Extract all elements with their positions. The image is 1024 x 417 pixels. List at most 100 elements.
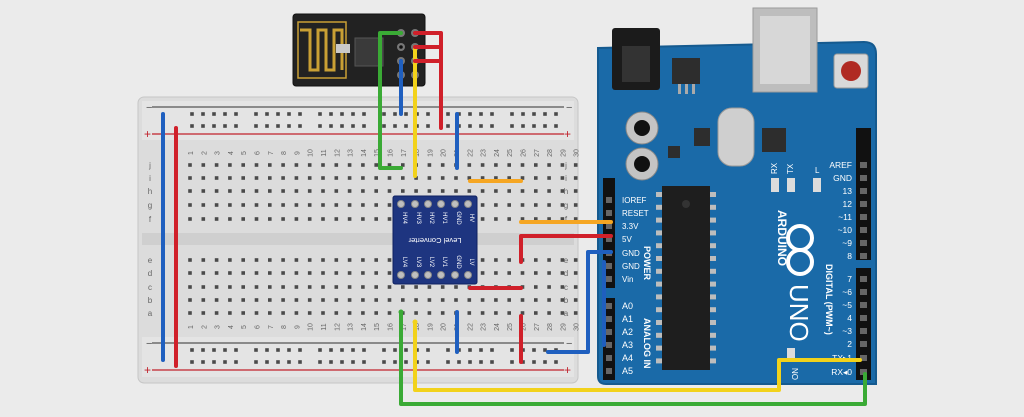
breadboard-hole[interactable] — [254, 163, 259, 167]
rail-hole[interactable] — [543, 112, 547, 116]
breadboard-hole[interactable] — [281, 285, 285, 289]
breadboard-hole[interactable] — [534, 298, 538, 302]
breadboard-hole[interactable] — [534, 189, 538, 193]
breadboard-hole[interactable] — [534, 311, 538, 315]
rail-hole[interactable] — [479, 348, 483, 352]
breadboard-hole[interactable] — [547, 271, 551, 275]
breadboard-hole[interactable] — [374, 258, 378, 262]
breadboard-hole[interactable] — [387, 217, 392, 221]
breadboard-hole[interactable] — [294, 176, 299, 180]
rail-hole[interactable] — [393, 112, 397, 116]
breadboard-hole[interactable] — [387, 298, 392, 302]
breadboard-hole[interactable] — [188, 189, 192, 193]
breadboard-hole[interactable] — [573, 163, 578, 167]
rail-hole[interactable] — [351, 360, 355, 364]
breadboard-hole[interactable] — [254, 311, 259, 315]
breadboard-hole[interactable] — [374, 163, 378, 167]
breadboard-hole[interactable] — [214, 176, 219, 180]
rail-hole[interactable] — [298, 112, 302, 116]
rail-hole[interactable] — [426, 112, 430, 116]
rail-hole[interactable] — [223, 348, 227, 352]
breadboard-hole[interactable] — [507, 189, 511, 193]
breadboard-hole[interactable] — [254, 189, 259, 193]
breadboard-hole[interactable] — [321, 163, 325, 167]
breadboard-hole[interactable] — [294, 271, 299, 275]
rail-hole[interactable] — [276, 124, 280, 128]
rail-hole[interactable] — [265, 124, 269, 128]
rail-hole[interactable] — [521, 112, 525, 116]
breadboard-hole[interactable] — [547, 285, 551, 289]
breadboard-hole[interactable] — [268, 189, 272, 193]
breadboard-hole[interactable] — [307, 203, 312, 207]
breadboard-hole[interactable] — [228, 258, 232, 262]
rail-hole[interactable] — [510, 348, 514, 352]
rail-hole[interactable] — [351, 112, 355, 116]
breadboard-hole[interactable] — [520, 189, 525, 193]
rail-hole[interactable] — [318, 112, 322, 116]
breadboard-hole[interactable] — [228, 298, 232, 302]
breadboard-hole[interactable] — [573, 298, 578, 302]
breadboard-hole[interactable] — [294, 163, 299, 167]
breadboard-hole[interactable] — [401, 189, 405, 193]
breadboard-hole[interactable] — [560, 298, 565, 302]
rail-hole[interactable] — [382, 112, 386, 116]
breadboard-hole[interactable] — [440, 298, 445, 302]
breadboard-hole[interactable] — [281, 217, 285, 221]
breadboard-hole[interactable] — [414, 176, 418, 180]
breadboard-hole[interactable] — [294, 258, 299, 262]
rail-hole[interactable] — [490, 124, 494, 128]
breadboard-hole[interactable] — [401, 285, 405, 289]
breadboard-hole[interactable] — [573, 176, 578, 180]
breadboard-hole[interactable] — [307, 285, 312, 289]
breadboard-hole[interactable] — [440, 163, 445, 167]
breadboard-hole[interactable] — [321, 203, 325, 207]
rail-hole[interactable] — [468, 348, 472, 352]
breadboard-hole[interactable] — [214, 203, 219, 207]
breadboard-hole[interactable] — [228, 285, 232, 289]
breadboard-hole[interactable] — [480, 258, 485, 262]
rail-hole[interactable] — [329, 112, 333, 116]
rail-hole[interactable] — [532, 124, 536, 128]
breadboard-hole[interactable] — [507, 298, 511, 302]
breadboard-hole[interactable] — [427, 163, 432, 167]
breadboard-hole[interactable] — [467, 176, 472, 180]
breadboard-hole[interactable] — [387, 311, 392, 315]
rail-hole[interactable] — [254, 348, 258, 352]
breadboard-hole[interactable] — [387, 271, 392, 275]
breadboard-hole[interactable] — [573, 311, 578, 315]
breadboard-hole[interactable] — [307, 176, 312, 180]
breadboard-hole[interactable] — [254, 298, 259, 302]
breadboard-hole[interactable] — [520, 217, 525, 221]
breadboard-hole[interactable] — [560, 285, 565, 289]
breadboard-hole[interactable] — [281, 258, 285, 262]
breadboard-hole[interactable] — [414, 298, 418, 302]
breadboard-hole[interactable] — [214, 217, 219, 221]
breadboard-hole[interactable] — [188, 271, 192, 275]
rail-hole[interactable] — [190, 112, 194, 116]
breadboard-hole[interactable] — [241, 258, 245, 262]
breadboard-hole[interactable] — [560, 217, 565, 221]
breadboard-hole[interactable] — [414, 311, 418, 315]
rail-hole[interactable] — [510, 360, 514, 364]
breadboard-hole[interactable] — [188, 311, 192, 315]
breadboard-hole[interactable] — [427, 189, 432, 193]
breadboard-hole[interactable] — [214, 271, 219, 275]
breadboard-hole[interactable] — [268, 176, 272, 180]
breadboard-hole[interactable] — [281, 311, 285, 315]
breadboard-hole[interactable] — [467, 189, 472, 193]
breadboard-hole[interactable] — [387, 203, 392, 207]
breadboard-hole[interactable] — [454, 176, 458, 180]
breadboard-hole[interactable] — [281, 298, 285, 302]
breadboard-hole[interactable] — [374, 203, 378, 207]
breadboard-hole[interactable] — [480, 311, 485, 315]
rail-hole[interactable] — [276, 360, 280, 364]
rail-hole[interactable] — [479, 360, 483, 364]
rail-hole[interactable] — [298, 348, 302, 352]
rail-hole[interactable] — [543, 124, 547, 128]
rail-hole[interactable] — [446, 112, 450, 116]
rail-hole[interactable] — [404, 124, 408, 128]
breadboard-hole[interactable] — [520, 176, 525, 180]
breadboard-hole[interactable] — [480, 298, 485, 302]
breadboard-hole[interactable] — [374, 189, 378, 193]
breadboard-hole[interactable] — [361, 298, 365, 302]
